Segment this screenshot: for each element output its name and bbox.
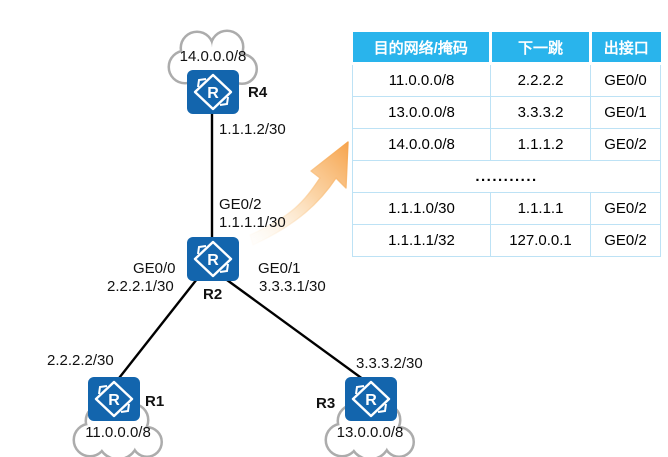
cell-nhop: 1.1.1.1	[490, 192, 591, 225]
cell-nhop: 2.2.2.2	[490, 63, 591, 97]
table-row: 1.1.1.0/30 1.1.1.1 GE0/2	[352, 192, 661, 225]
cloud-net11-label: 11.0.0.0/8	[85, 424, 151, 441]
table-row: 1.1.1.1/32 127.0.0.1 GE0/2	[352, 224, 661, 257]
label-r1-link-ip: 2.2.2.2/30	[47, 352, 114, 369]
header-out-interface: 出接口	[590, 32, 661, 65]
router-icon: R	[88, 377, 140, 421]
router-icon: R	[187, 237, 239, 281]
cell-dest: 11.0.0.0/8	[352, 63, 491, 97]
routing-table-container: 目的网络/掩码 下一跳 出接口 11.0.0.0/8 2.2.2.2 GE0/0…	[352, 32, 661, 257]
table-row: 11.0.0.0/8 2.2.2.2 GE0/0	[352, 63, 661, 97]
label-r2-ge02-ip: 1.1.1.1/30	[219, 214, 286, 231]
cell-iface: GE0/2	[590, 128, 661, 161]
header-dest-network: 目的网络/掩码	[352, 32, 492, 65]
cell-nhop: 3.3.3.2	[490, 96, 591, 129]
link-r2-r1	[111, 278, 198, 388]
router-r3-label: R3	[316, 395, 336, 412]
cloud-net14-label: 14.0.0.0/8	[179, 48, 247, 65]
router-r4: R	[187, 70, 239, 114]
cell-nhop: 127.0.0.1	[490, 224, 591, 257]
cell-iface: GE0/2	[590, 192, 661, 225]
router-icon: R	[187, 70, 239, 114]
label-r4-link-ip: 1.1.1.2/30	[219, 121, 286, 138]
cell-nhop: 1.1.1.2	[490, 128, 591, 161]
label-r2-ge02: GE0/2	[219, 196, 262, 213]
cell-dest: 1.1.1.1/32	[352, 224, 491, 257]
label-r2-ge00-ip: 2.2.2.1/30	[107, 278, 174, 295]
routing-table: 目的网络/掩码 下一跳 出接口 11.0.0.0/8 2.2.2.2 GE0/0…	[352, 32, 661, 257]
link-r2-r3	[226, 279, 372, 386]
router-r2: R	[187, 237, 239, 281]
router-icon: R	[345, 377, 397, 421]
cell-ellipsis: ...........	[352, 160, 661, 193]
svg-text:R: R	[207, 85, 219, 102]
table-row: 13.0.0.0/8 3.3.3.2 GE0/1	[352, 96, 661, 129]
svg-text:R: R	[207, 252, 219, 269]
cell-dest: 13.0.0.0/8	[352, 96, 491, 129]
cloud-net13-label: 13.0.0.0/8	[336, 424, 404, 441]
router-r1: R	[88, 377, 140, 421]
cell-dest: 14.0.0.0/8	[352, 128, 491, 161]
router-r4-label: R4	[248, 84, 268, 101]
router-r2-label: R2	[203, 286, 223, 303]
router-r3: R	[345, 377, 397, 421]
routing-table-header-row: 目的网络/掩码 下一跳 出接口	[352, 32, 661, 65]
table-ellipsis-row: ...........	[352, 160, 661, 193]
cell-iface: GE0/0	[590, 63, 661, 97]
label-r2-ge00: GE0/0	[133, 260, 176, 277]
label-r2-ge01-ip: 3.3.3.1/30	[259, 278, 326, 295]
cell-dest: 1.1.1.0/30	[352, 192, 491, 225]
header-next-hop: 下一跳	[490, 32, 592, 65]
cell-iface: GE0/2	[590, 224, 661, 257]
label-r2-ge01: GE0/1	[258, 260, 301, 277]
flow-arrow-icon	[249, 141, 349, 246]
cell-iface: GE0/1	[590, 96, 661, 129]
svg-text:R: R	[108, 392, 120, 409]
label-r3-link-ip: 3.3.3.2/30	[356, 355, 423, 372]
svg-text:R: R	[365, 392, 377, 409]
table-row: 14.0.0.0/8 1.1.1.2 GE0/2	[352, 128, 661, 161]
router-r1-label: R1	[145, 393, 165, 410]
